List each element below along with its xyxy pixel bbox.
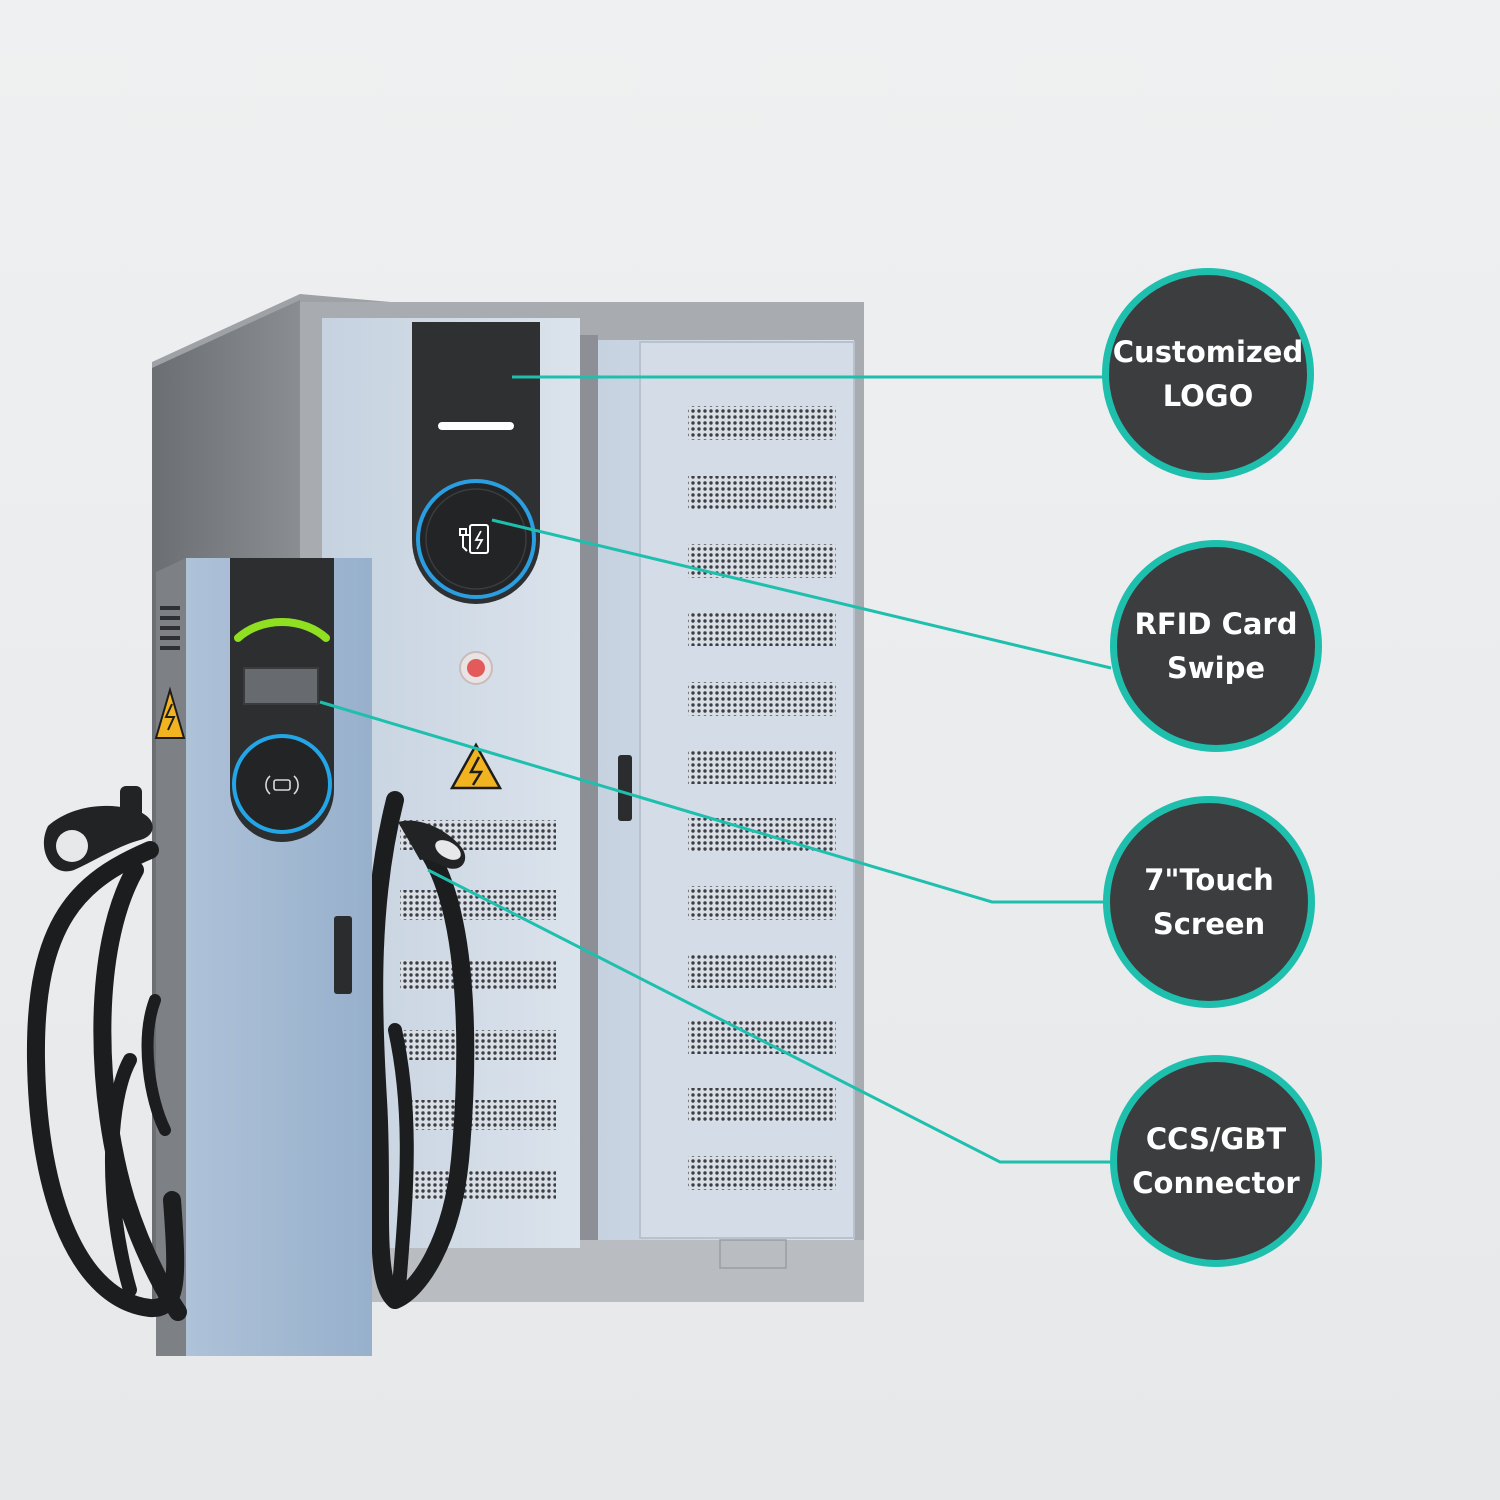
emergency-stop-icon bbox=[459, 651, 493, 685]
touch-screen bbox=[243, 667, 319, 705]
power-cabinet bbox=[152, 294, 864, 1302]
warning-triangle-icon bbox=[154, 686, 186, 739]
left-connector-handle bbox=[43, 786, 153, 872]
callout-label: RFID Card Swipe bbox=[1134, 607, 1298, 685]
leader-line-rfid bbox=[491, 518, 1112, 670]
callout-connector: CCS/GBT Connector bbox=[1110, 1055, 1322, 1267]
leader-line-screen bbox=[319, 700, 1104, 904]
leader-lines bbox=[319, 375, 1112, 1164]
dispenser-rfid-ring bbox=[232, 734, 332, 834]
door-gap bbox=[580, 335, 598, 1240]
rfid-icon bbox=[265, 775, 299, 795]
callout-touch-screen: 7"Touch Screen bbox=[1103, 796, 1315, 1008]
callout-label: CCS/GBT Connector bbox=[1132, 1122, 1300, 1200]
charging-dispenser bbox=[154, 558, 372, 1356]
side-vent bbox=[160, 606, 180, 650]
cabinet-door-handle bbox=[618, 755, 632, 821]
status-arc bbox=[234, 617, 330, 642]
dispenser-handle bbox=[334, 916, 352, 994]
right-connector-cable bbox=[365, 791, 475, 1309]
logo-bar bbox=[438, 422, 514, 430]
callout-customized-logo: Customized LOGO bbox=[1102, 268, 1314, 480]
warning-triangle-icon bbox=[449, 742, 503, 790]
callout-label: Customized LOGO bbox=[1112, 335, 1304, 413]
left-connector-cable bbox=[26, 841, 187, 1321]
right-connector-handle bbox=[398, 820, 466, 869]
callout-label: 7"Touch Screen bbox=[1144, 863, 1274, 941]
leader-line-connector bbox=[427, 868, 1112, 1164]
charging-station-icon bbox=[459, 524, 489, 554]
dispenser-side bbox=[156, 558, 186, 1356]
callout-rfid-card-swipe: RFID Card Swipe bbox=[1110, 540, 1322, 752]
right-door-vents bbox=[688, 406, 836, 1190]
